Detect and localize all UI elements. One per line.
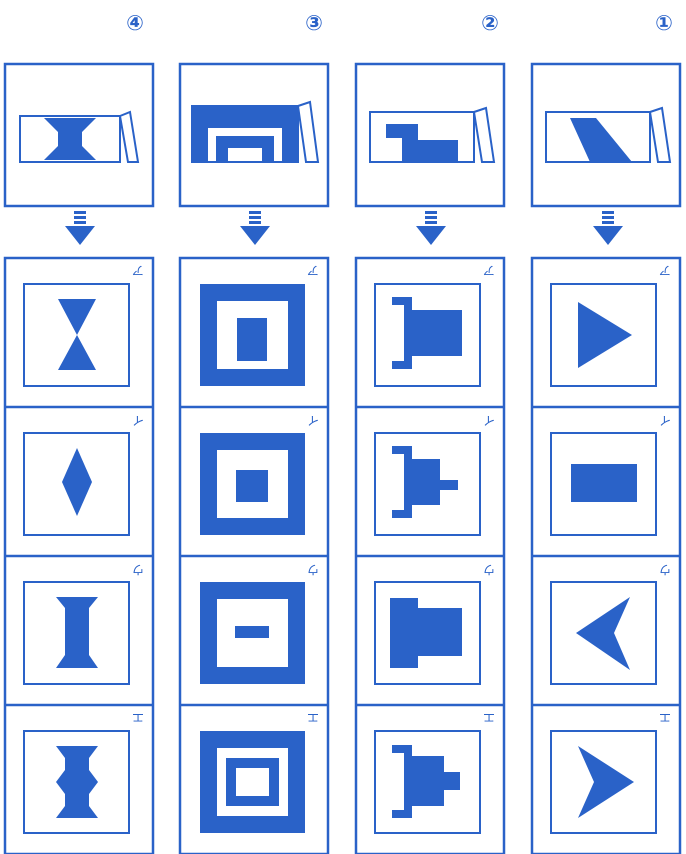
- column-number-2: ②: [481, 11, 499, 35]
- option-label: エ: [483, 711, 495, 725]
- option-label: エ: [307, 711, 319, 725]
- option-label: ウ: [132, 563, 144, 577]
- column-number-3: ③: [305, 11, 323, 35]
- option-label: エ: [659, 711, 671, 725]
- core-block: [237, 318, 267, 361]
- core-block: [235, 626, 269, 638]
- option-label: ウ: [483, 563, 495, 577]
- core-block: [236, 470, 268, 502]
- rectangle-icon: [571, 464, 637, 502]
- option-label: ウ: [307, 563, 319, 577]
- option-label: ア: [659, 264, 671, 278]
- option-label: エ: [132, 711, 144, 725]
- option-label: イ: [483, 414, 495, 428]
- option-label: ア: [307, 264, 319, 278]
- option-label: イ: [132, 414, 144, 428]
- option-label: ア: [132, 264, 144, 278]
- option-label: イ: [659, 414, 671, 428]
- option-label: ア: [483, 264, 495, 278]
- column-number-4: ④: [126, 11, 144, 35]
- option-label: ウ: [659, 563, 671, 577]
- option-label: イ: [307, 414, 319, 428]
- column-number-1: ①: [655, 11, 673, 35]
